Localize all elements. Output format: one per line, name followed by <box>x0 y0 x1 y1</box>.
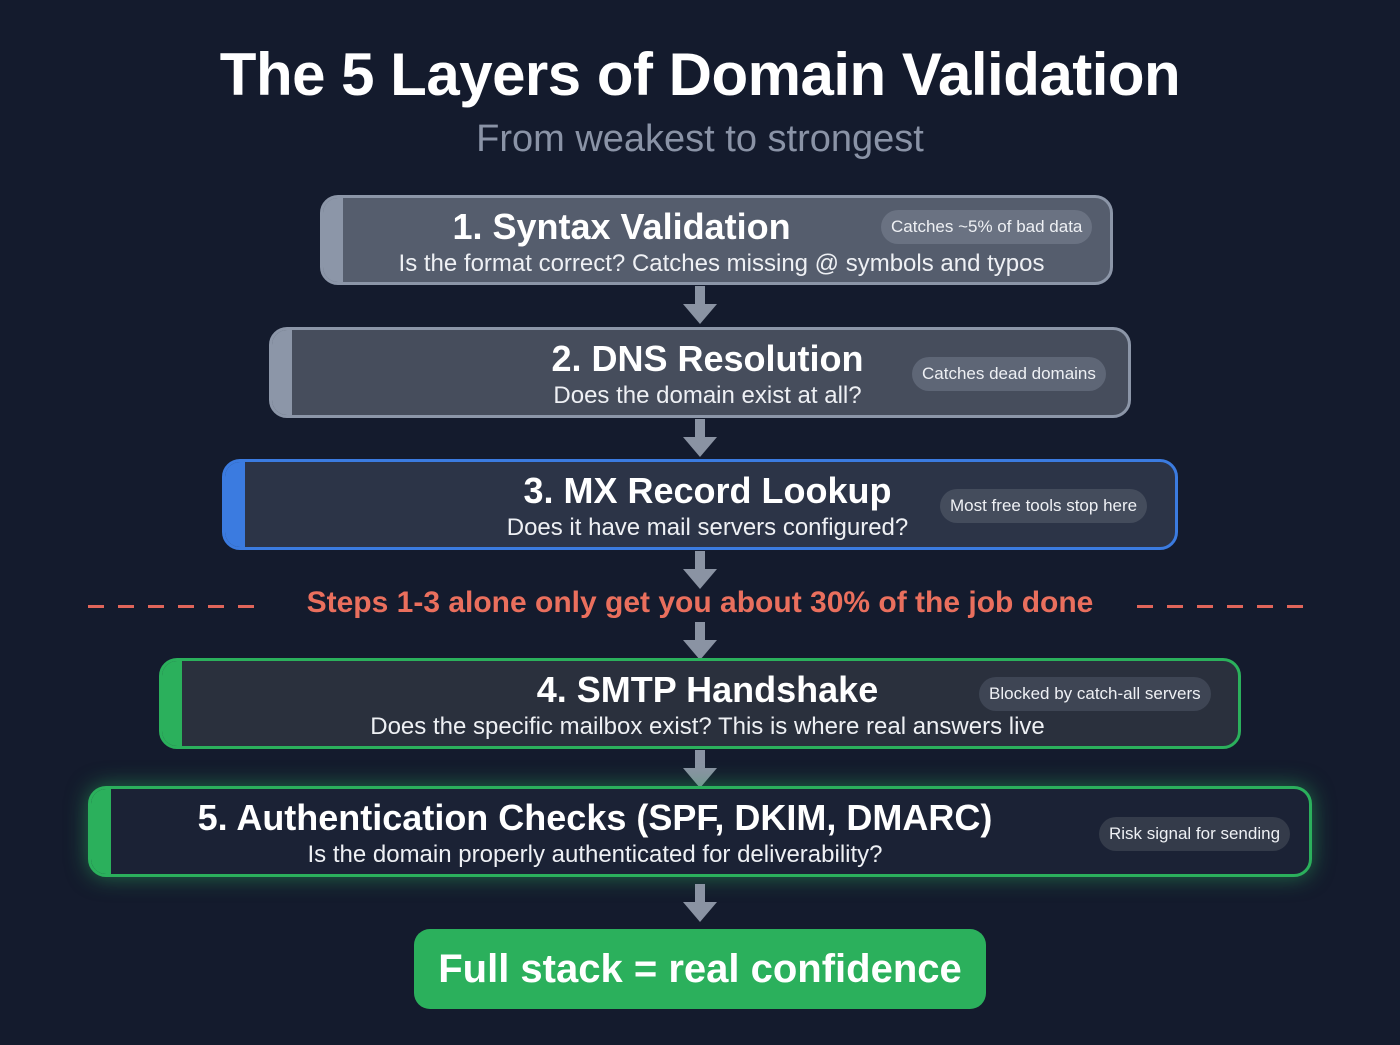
layer-accent-bar <box>323 198 343 282</box>
page-subtitle: From weakest to strongest <box>476 118 924 160</box>
layer-description: Does the specific mailbox exist? This is… <box>370 713 1045 740</box>
arrow-down-icon <box>683 286 717 324</box>
result-banner: Full stack = real confidence <box>414 929 986 1009</box>
layer-title: 5. Authentication Checks (SPF, DKIM, DMA… <box>197 797 993 838</box>
layer-title: 1. Syntax Validation <box>452 206 791 247</box>
arrow-down-icon <box>683 750 717 788</box>
layer-mx-record-lookup: 3. MX Record Lookup Does it have mail se… <box>222 459 1178 550</box>
layer-badge: Blocked by catch-all servers <box>979 677 1211 711</box>
layer-description: Does the domain exist at all? <box>553 382 862 409</box>
layer-accent-bar <box>162 661 182 746</box>
layer-badge: Catches ~5% of bad data <box>881 210 1093 244</box>
warning-divider: Steps 1-3 alone only get you about 30% o… <box>0 586 1400 626</box>
layer-description: Does it have mail servers configured? <box>506 514 909 541</box>
layer-badge: Risk signal for sending <box>1099 817 1291 851</box>
layer-authentication-checks: 5. Authentication Checks (SPF, DKIM, DMA… <box>88 786 1312 877</box>
arrow-down-icon <box>683 551 717 589</box>
dashed-line-left <box>88 605 268 608</box>
warning-text: Steps 1-3 alone only get you about 30% o… <box>306 586 1094 619</box>
layer-title: 4. SMTP Handshake <box>536 669 879 710</box>
layer-accent-bar <box>91 789 111 874</box>
layer-accent-bar <box>272 330 292 415</box>
layer-dns-resolution: 2. DNS Resolution Does the domain exist … <box>269 327 1131 418</box>
layer-smtp-handshake: 4. SMTP Handshake Does the specific mail… <box>159 658 1241 749</box>
layer-description: Is the domain properly authenticated for… <box>307 841 883 868</box>
page-title: The 5 Layers of Domain Validation <box>219 41 1181 108</box>
layer-description: Is the format correct? Catches missing @… <box>398 250 1045 277</box>
arrow-down-icon <box>683 884 717 922</box>
layer-title: 3. MX Record Lookup <box>523 470 892 511</box>
arrow-down-icon <box>683 419 717 457</box>
dashed-line-right <box>1137 605 1317 608</box>
layer-syntax-validation: 1. Syntax Validation Is the format corre… <box>320 195 1113 285</box>
layer-accent-bar <box>225 462 245 547</box>
layer-badge: Catches dead domains <box>912 357 1106 391</box>
arrow-down-icon <box>683 622 717 660</box>
layer-title: 2. DNS Resolution <box>551 338 864 379</box>
layer-badge: Most free tools stop here <box>940 489 1148 523</box>
